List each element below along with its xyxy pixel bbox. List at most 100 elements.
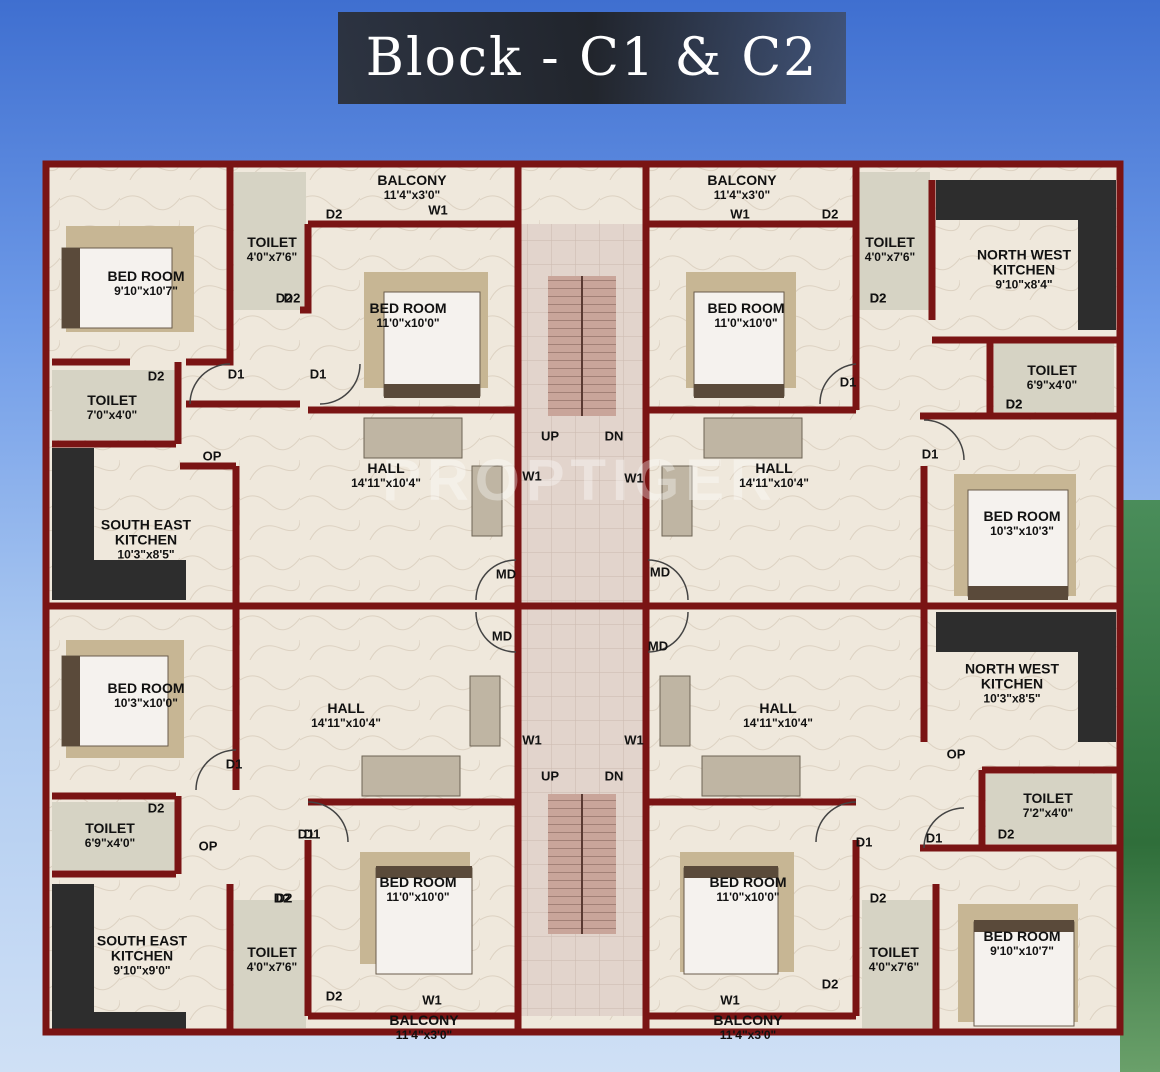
room-dimension: 14'11"x10'4" [743, 716, 813, 730]
room-name: BED ROOM [709, 874, 787, 890]
opening-tag-d2: D2 [821, 206, 839, 222]
opening-tag-d1: D1 [921, 446, 939, 462]
room-dimension: 11'4"x3'0" [395, 1028, 453, 1042]
room-dimension: 6'9"x4'0" [1026, 378, 1078, 392]
opening-tag-d2: D2 [869, 290, 887, 306]
opening-tag-w1: W1 [522, 468, 542, 484]
opening-tag-w1: W1 [624, 470, 644, 486]
stair-down-label: DN [604, 428, 624, 444]
room-dimension: 4'0"x7'6" [246, 250, 298, 264]
watermark-logo: PROPTIGER [382, 448, 778, 513]
opening-tag-d2: D2 [869, 890, 887, 906]
room-dimension: 7'2"x4'0" [1022, 806, 1074, 820]
room-dimension: 10'3"x8'5" [117, 547, 175, 562]
opening-tag-d2: D2 [1005, 396, 1023, 412]
room-dimension: 4'0"x7'6" [864, 250, 916, 264]
room-dimension: 11'4"x3'0" [383, 188, 441, 202]
opening-tag-op: OP [946, 746, 966, 762]
room-name: KITCHEN [114, 531, 178, 548]
room-name: TOILET [247, 944, 297, 960]
opening-tag-d1: D1 [839, 374, 857, 390]
plan-title: Block - C1 & C2 [365, 28, 819, 88]
room-name: BED ROOM [369, 300, 447, 316]
opening-tag-md: MD [495, 566, 517, 582]
room-dimension: 10'3"x10'3" [990, 524, 1054, 538]
room-name: HALL [327, 700, 365, 716]
room-dimension: 11'4"x3'0" [713, 188, 771, 202]
room-dimension: 11'0"x10'0" [386, 890, 450, 904]
kitchen-counter-c2-b [1078, 180, 1116, 330]
room-name: BED ROOM [707, 300, 785, 316]
room-dimension: 7'0"x4'0" [86, 408, 138, 422]
room-dimension: 4'0"x7'6" [868, 960, 920, 974]
room-name: TOILET [87, 392, 137, 408]
room-name: SOUTH EAST [100, 516, 192, 533]
room-name: HALL [367, 460, 405, 476]
opening-tag-op: OP [198, 838, 218, 854]
room-name: TOILET [247, 234, 297, 250]
opening-tag-d2: D2 [325, 206, 343, 222]
room-dimension: 14'11"x10'4" [311, 716, 381, 730]
room-name: BED ROOM [379, 874, 457, 890]
room-dimension: 10'3"x8'5" [983, 691, 1041, 706]
opening-tag-md: MD [649, 564, 671, 580]
room-name: HALL [759, 700, 797, 716]
room-name: TOILET [869, 944, 919, 960]
opening-tag-md: MD [491, 628, 513, 644]
room-dimension: 6'9"x4'0" [84, 836, 136, 850]
room-name: TOILET [1027, 362, 1077, 378]
stair-down-label-2: DN [604, 768, 624, 784]
room-dimension: 11'0"x10'0" [714, 316, 778, 330]
opening-tag-d2: D2 [325, 988, 343, 1004]
room-dimension: 14'11"x10'4" [739, 476, 809, 490]
walls [42, 160, 1124, 1036]
title-banner: Block - C1 & C2 [338, 12, 846, 104]
room-name: KITCHEN [110, 947, 174, 964]
room-name: BALCONY [713, 1012, 783, 1028]
opening-tag-md: MD [647, 638, 669, 654]
room-dimension: 11'0"x10'0" [716, 890, 780, 904]
room-name: NORTH WEST [964, 660, 1060, 677]
room-name: NORTH WEST [976, 246, 1072, 263]
opening-tag-d2: D2 [997, 826, 1015, 842]
opening-tag-d2: D2 [275, 290, 293, 306]
room-dimension: 10'3"x10'0" [114, 696, 178, 710]
opening-tag-d2: D2 [147, 368, 165, 384]
sofas [361, 417, 803, 797]
room-name: BED ROOM [107, 268, 185, 284]
opening-tag-d1: D1 [297, 826, 315, 842]
room-name: TOILET [1023, 790, 1073, 806]
opening-tag-d2: D2 [869, 290, 887, 306]
opening-tag-d1: D1 [855, 834, 873, 850]
opening-tag-w1: W1 [428, 202, 448, 218]
room-name: KITCHEN [980, 675, 1044, 692]
opening-tag-d2: D2 [275, 890, 293, 906]
background-scenery [1120, 500, 1160, 1072]
opening-tag-d1: D1 [925, 830, 943, 846]
opening-tag-w1: W1 [522, 732, 542, 748]
room-name: BALCONY [389, 1012, 459, 1028]
room-name: BALCONY [707, 172, 777, 188]
opening-tag-w1: W1 [730, 206, 750, 222]
room-dimension: 11'0"x10'0" [376, 316, 440, 330]
